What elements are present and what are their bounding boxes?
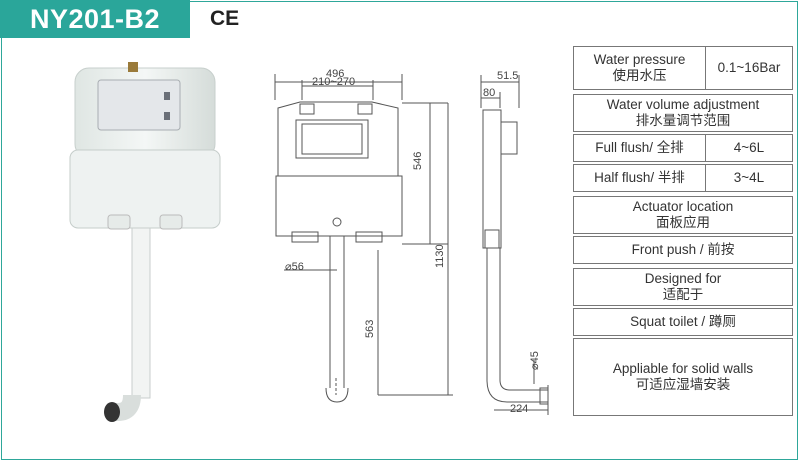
actuator-value: Front push / 前按: [573, 236, 793, 264]
spec-row-half-flush: Half flush/ 半排 3~4L: [573, 164, 793, 192]
water-pressure-label-en: Water pressure: [593, 52, 686, 67]
actuator-label-en: Actuator location: [632, 199, 734, 214]
appliable-label-cn: 可适应湿墙安装: [635, 377, 731, 392]
spec-row-actuator: Actuator location 面板应用: [573, 196, 793, 234]
dim-outlet-offset: 224: [510, 403, 529, 415]
product-photo: [69, 62, 221, 422]
spec-row-volume: Water volume adjustment 排水量调节范围: [573, 94, 793, 132]
ce-mark: CE: [210, 7, 240, 30]
spec-row-appliable: Appliable for solid walls 可适应湿墙安装: [573, 338, 793, 416]
tank-lower-body: [69, 149, 221, 229]
dim-bracket-range: 210~270: [312, 76, 356, 88]
appliable-label-en: Appliable for solid walls: [612, 361, 754, 376]
dim-pipe-diameter: ⌀56: [285, 261, 304, 273]
designed-value: Squat toilet / 蹲厕: [573, 308, 793, 336]
dim-outlet-diameter: ⌀45: [529, 351, 541, 370]
front-view-drawing: [274, 74, 453, 403]
dim-tank-height: 546: [412, 151, 424, 170]
volume-label-en: Water volume adjustment: [606, 97, 760, 112]
water-pressure-value: 0.1~16Bar: [717, 60, 781, 75]
dim-depth-total: 51.5: [497, 70, 519, 82]
spec-row-designed: Designed for 适配于: [573, 268, 793, 306]
side-view-drawing: [480, 75, 549, 415]
dim-pipe-length: 563: [364, 319, 376, 338]
spec-row-full-flush: Full flush/ 全排 4~6L: [573, 134, 793, 162]
volume-label-cn: 排水量调节范围: [635, 113, 731, 128]
full-flush-value: 4~6L: [733, 140, 765, 155]
half-flush-label: Half flush/ 半排: [574, 165, 706, 191]
spec-row-water-pressure: Water pressure 使用水压 0.1~16Bar: [573, 46, 793, 90]
model-title: NY201-B2: [0, 0, 190, 38]
actuator-frame: [97, 79, 181, 131]
full-flush-label: Full flush/ 全排: [574, 135, 706, 161]
water-pressure-label-cn: 使用水压: [612, 68, 667, 83]
designed-label-cn: 适配于: [662, 287, 704, 302]
designed-label-en: Designed for: [644, 271, 722, 286]
pipe-outlet: [104, 402, 120, 422]
dim-total-height: 1130: [434, 244, 446, 268]
actuator-label-cn: 面板应用: [656, 215, 710, 230]
flush-pipe: [131, 227, 151, 399]
dim-depth-inner: 80: [483, 87, 496, 99]
half-flush-value: 3~4L: [733, 170, 765, 185]
dim-width-total: 496: [326, 68, 345, 80]
